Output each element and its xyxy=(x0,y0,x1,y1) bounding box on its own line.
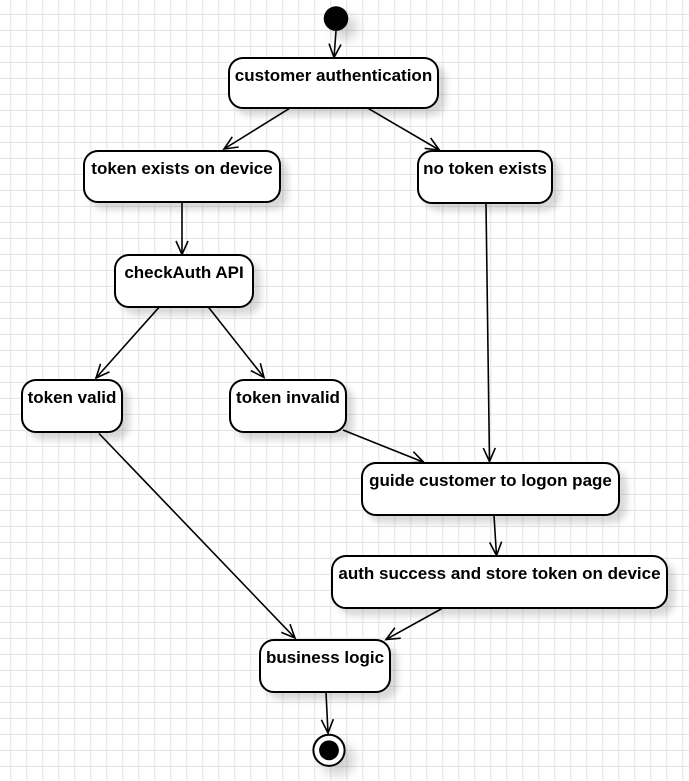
svg-text:checkAuth API: checkAuth API xyxy=(124,263,243,282)
svg-text:business logic: business logic xyxy=(266,648,384,667)
svg-text:token invalid: token invalid xyxy=(236,388,340,407)
svg-text:no token exists: no token exists xyxy=(423,159,547,178)
svg-text:token exists on device: token exists on device xyxy=(91,159,272,178)
svg-text:customer authentication: customer authentication xyxy=(235,66,432,85)
svg-text:token valid: token valid xyxy=(28,388,117,407)
svg-text:auth success and store token o: auth success and store token on device xyxy=(338,564,660,583)
svg-text:guide customer to logon page: guide customer to logon page xyxy=(369,471,612,490)
